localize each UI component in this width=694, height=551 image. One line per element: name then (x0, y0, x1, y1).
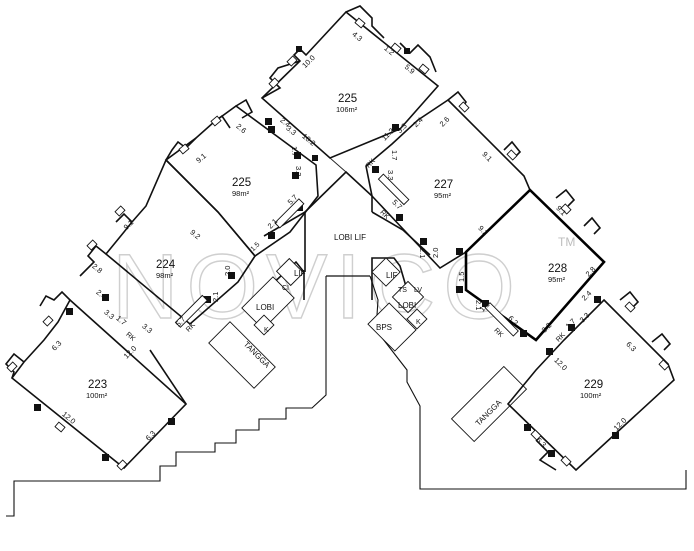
dim-label: 12.0 (552, 356, 569, 373)
unit-area: 95m² (434, 191, 452, 200)
unit-area: 95m² (548, 275, 566, 284)
unit-area: 98m² (156, 271, 174, 280)
label-ci: CI (282, 285, 289, 292)
label-ts: TS (398, 287, 407, 294)
unit-number: 223 (88, 379, 107, 391)
watermark-trademark: TM (558, 235, 575, 249)
dim-label: 12.0 (612, 416, 629, 433)
dim-label: 3.3 (578, 311, 592, 325)
unit-number: 228 (548, 263, 567, 275)
dim-label: 9.1 (194, 151, 208, 165)
lift-label-left: LIF (294, 269, 306, 278)
dim-label: 2.0 (223, 266, 232, 276)
dim-label: 1.7 (290, 146, 299, 156)
dim-label: 1.5 (457, 272, 466, 282)
label-lv: LV (414, 287, 422, 294)
unit-223: 223 100m² 6.3 12.0 12.0 6.3 (4, 290, 188, 471)
unit-number: 227 (434, 179, 453, 191)
unit-225-top: 225 106m² 4.3 1.2 10.0 5.9 2.4 3.3 10.2 … (260, 5, 440, 173)
dim-label: 2.0 (431, 248, 440, 258)
dim-label: 10.0 (300, 53, 317, 70)
unit-228: 228 95m² 9.2 9.1 2.8 2.4 1.5 2.1 1.1 6.2… (456, 188, 606, 344)
dim-label: 9.1 (480, 150, 494, 164)
site-boundary (6, 275, 687, 517)
lift-label-right: LIF (386, 271, 398, 280)
unit-area: 106m² (336, 105, 358, 114)
label-rk: RK (124, 331, 136, 343)
dim-label: 1.7 (390, 150, 399, 160)
label-k: K (416, 319, 421, 326)
dim-label: 2.1 (418, 248, 427, 258)
unit-225: 225 98m² 2.6 9.1 1.7 3.3 5.7 2.1 1.5 (164, 98, 319, 258)
lobby-label-left: LOBI (256, 303, 274, 312)
unit-224: 224 98m² 9.1 9.2 2.8 2.4 2.0 2.1 5.7 RK … (79, 158, 256, 343)
unit-229: 229 100m² 12.0 6.3 12.0 6.3 (506, 290, 675, 472)
unit-number: 229 (584, 379, 603, 391)
dim-label: 2.4 (580, 289, 594, 303)
bps-label: BPS (376, 323, 392, 332)
dim-label: 2.8 (584, 265, 598, 279)
unit-number: 225 (338, 93, 357, 105)
label-rk: RK (378, 209, 390, 221)
dim-label: 3.3 (395, 121, 409, 135)
dim-label: 6.3 (50, 339, 64, 353)
unit-number: 225 (232, 177, 251, 189)
lobby-label-right: LOBI (398, 301, 416, 310)
dim-label: 4.3 (350, 30, 364, 44)
lobby-lift-label: LOBI LIF (334, 233, 366, 242)
dim-label: 1.5 (250, 241, 262, 253)
dim-label: 2.1 (211, 292, 220, 302)
unit-number: 224 (156, 259, 176, 271)
lobby-core (208, 170, 528, 443)
dim-label: 2.1 (474, 300, 483, 310)
dim-label: 2.6 (234, 122, 248, 136)
dim-label: 6.3 (144, 429, 158, 443)
unit-area: 100m² (86, 391, 108, 400)
label-k: K (264, 327, 269, 334)
dim-label: 3.3 (294, 166, 303, 176)
dim-label: 3.3 (386, 170, 395, 180)
dim-label: 12.0 (60, 410, 77, 426)
dim-label: 5.9 (403, 62, 417, 76)
dim-label: 6.3 (624, 340, 638, 354)
unit-area: 100m² (580, 391, 602, 400)
unit-area: 98m² (232, 189, 250, 198)
dim-label: 2.6 (438, 115, 452, 129)
